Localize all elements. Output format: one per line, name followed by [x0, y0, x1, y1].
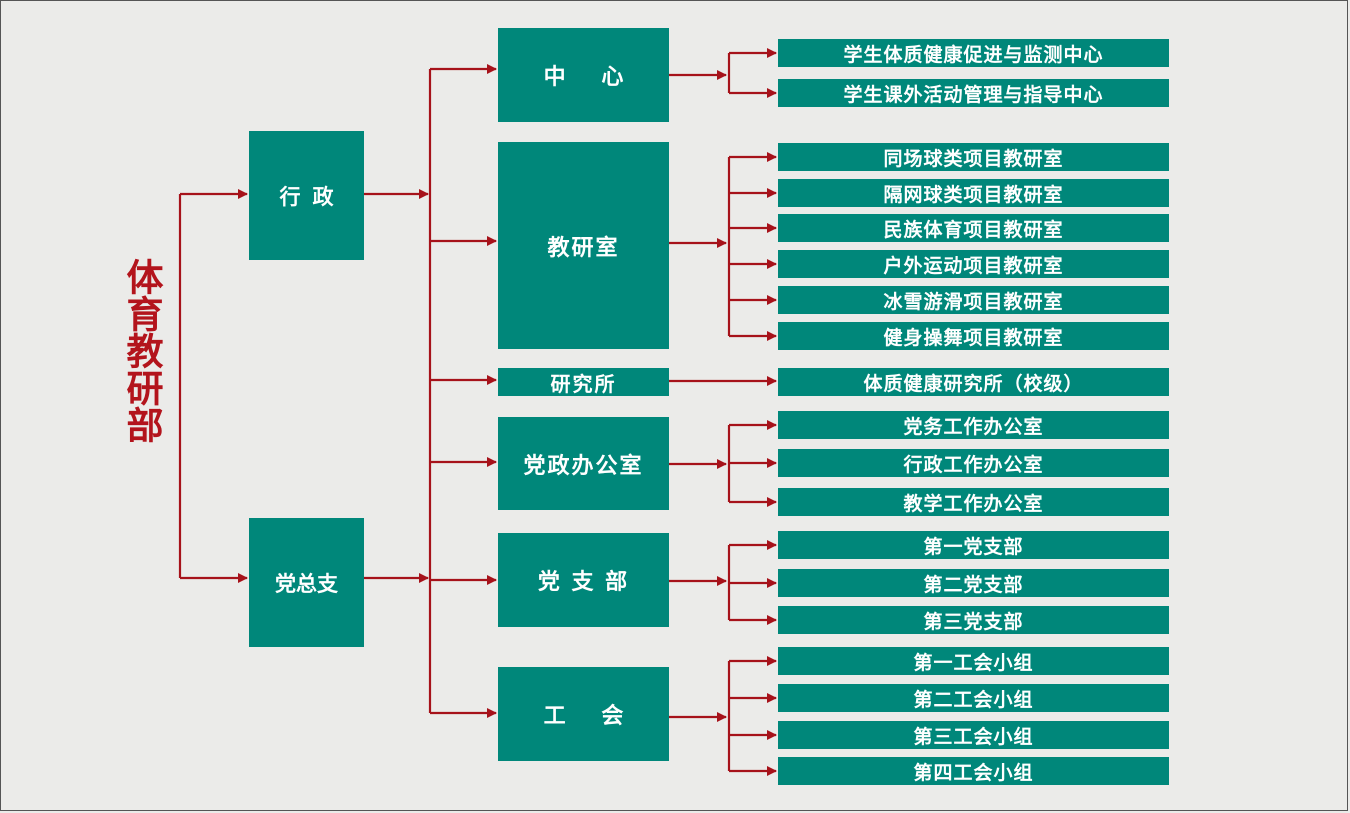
node-leaf: 冰雪游滑项目教研室 — [778, 286, 1169, 314]
node-leaf: 第一工会小组 — [778, 647, 1169, 675]
org-title: 体育教研部 — [120, 258, 164, 443]
node-leaf: 第二工会小组 — [778, 684, 1169, 712]
node-dangzongzhi: 党总支 — [249, 518, 364, 647]
node-dangzhibu: 党 支 部 — [498, 533, 669, 627]
node-gonghui: 工 会 — [498, 667, 669, 761]
node-leaf: 同场球类项目教研室 — [778, 143, 1169, 171]
node-leaf: 学生课外活动管理与指导中心 — [778, 79, 1169, 107]
node-leaf: 户外运动项目教研室 — [778, 250, 1169, 278]
node-leaf: 教学工作办公室 — [778, 488, 1169, 516]
node-leaf: 第三工会小组 — [778, 721, 1169, 749]
node-leaf: 第四工会小组 — [778, 757, 1169, 785]
node-leaf: 行政工作办公室 — [778, 449, 1169, 477]
node-leaf: 党务工作办公室 — [778, 411, 1169, 439]
node-leaf: 体质健康研究所（校级） — [778, 368, 1169, 396]
node-jiaoyanshi: 教研室 — [498, 142, 669, 349]
node-xingzheng: 行政 — [249, 131, 364, 260]
node-zhongxin: 中 心 — [498, 28, 669, 122]
node-dangzheng: 党政办公室 — [498, 417, 669, 510]
node-leaf: 学生体质健康促进与监测中心 — [778, 39, 1169, 67]
node-leaf: 第一党支部 — [778, 531, 1169, 559]
node-yanjiusuo: 研究所 — [498, 368, 669, 396]
node-leaf: 第三党支部 — [778, 606, 1169, 634]
node-leaf: 第二党支部 — [778, 569, 1169, 597]
node-leaf: 民族体育项目教研室 — [778, 214, 1169, 242]
node-leaf: 隔网球类项目教研室 — [778, 179, 1169, 207]
node-leaf: 健身操舞项目教研室 — [778, 322, 1169, 350]
